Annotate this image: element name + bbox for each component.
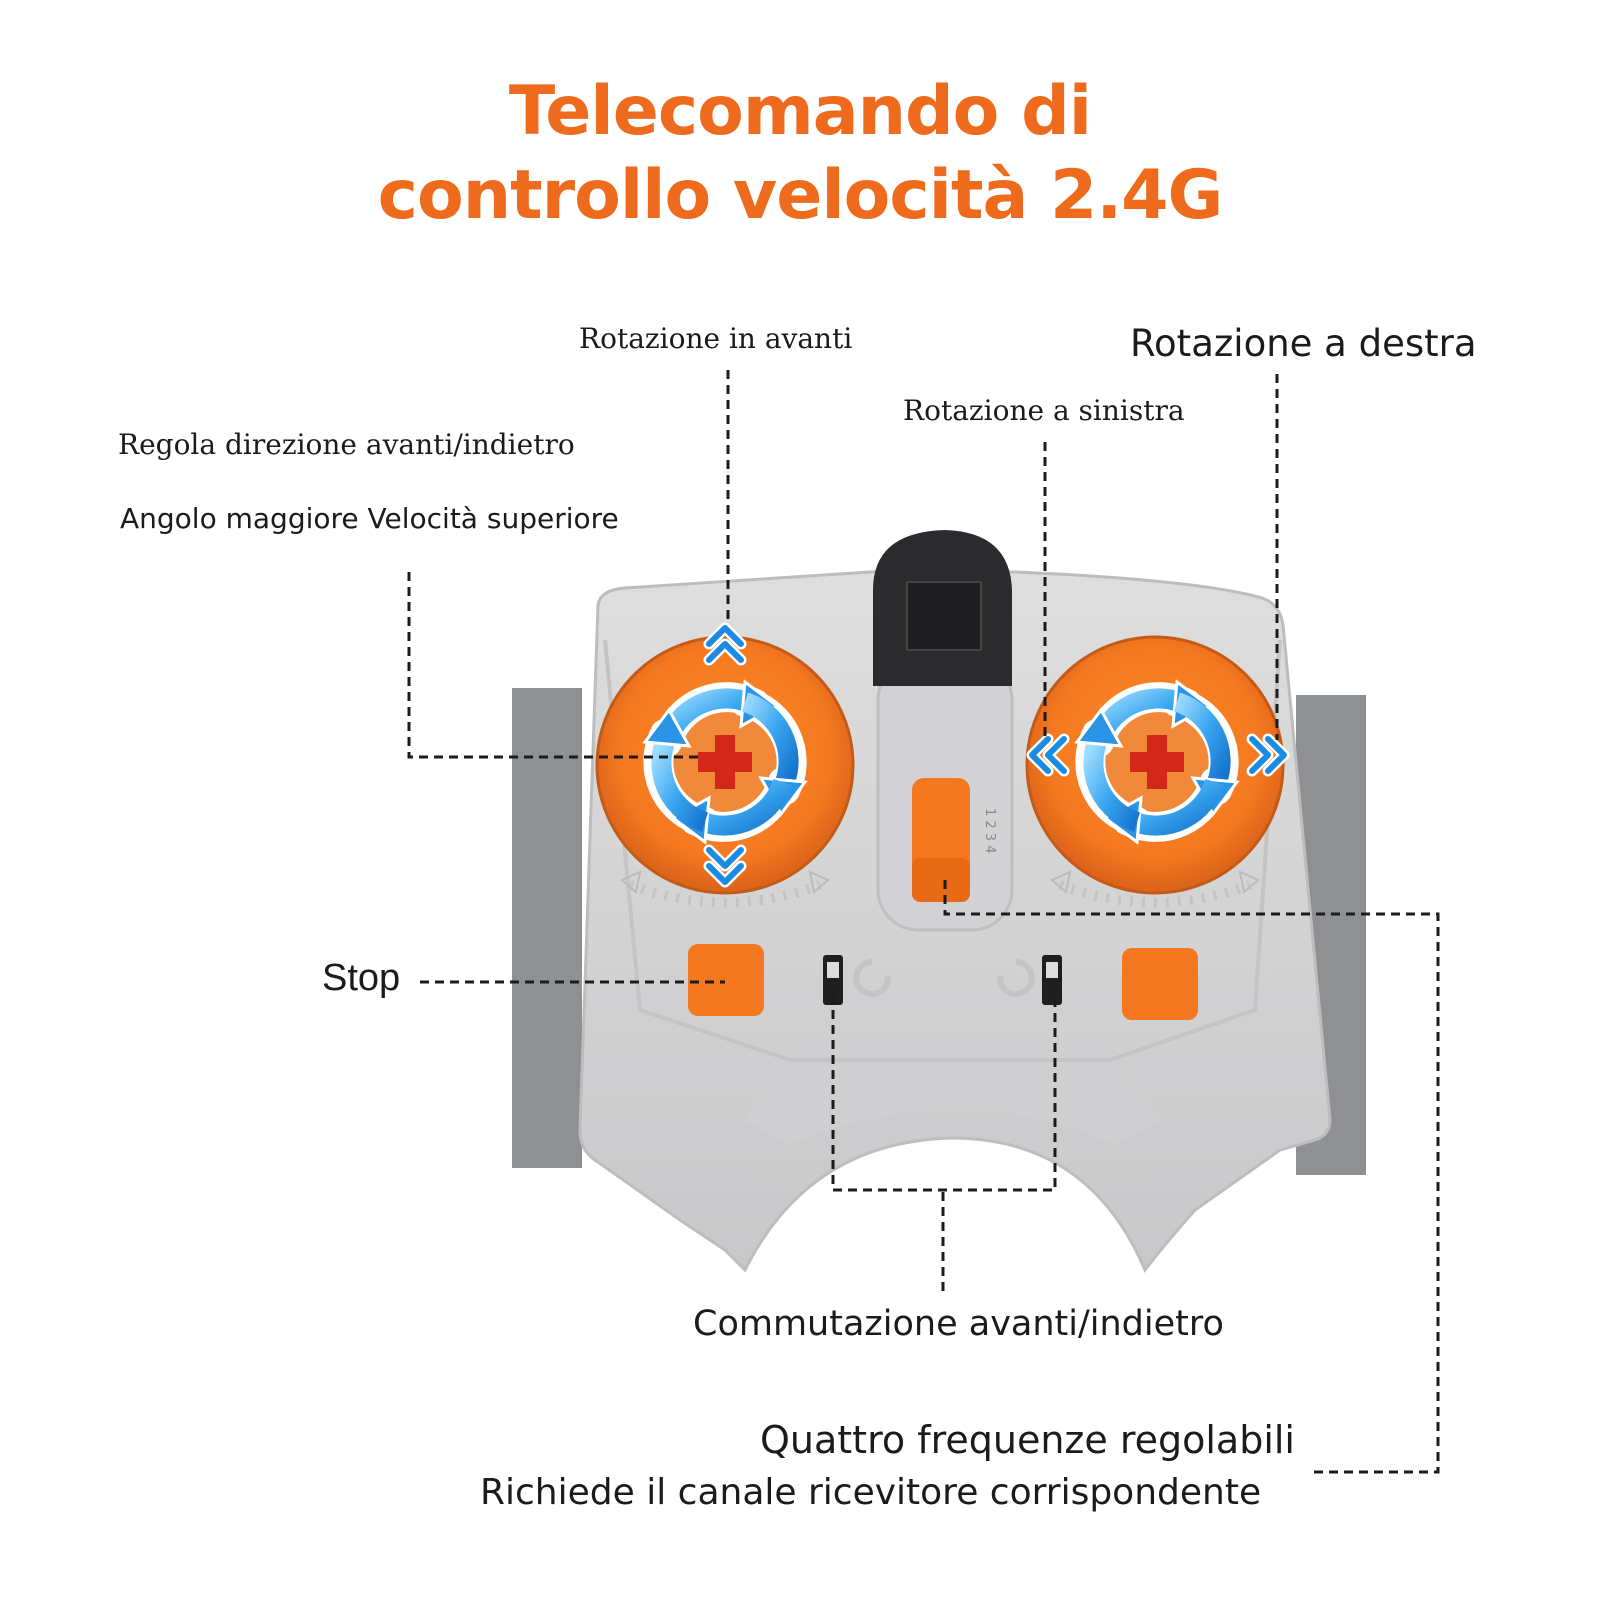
right-dial-scale xyxy=(1058,880,1252,908)
left-side-tab xyxy=(512,688,582,1168)
right-scale-triangle-left xyxy=(1050,870,1072,894)
frequency-selector-knob[interactable] xyxy=(912,858,970,902)
label-right-rotation: Rotazione a destra xyxy=(1130,322,1477,365)
callout-frequency xyxy=(943,880,1440,1474)
label-direction-switch: Commutazione avanti/indietro xyxy=(693,1304,1224,1344)
left-dial-scale xyxy=(628,880,822,908)
label-stop: Stop xyxy=(322,957,401,999)
label-four-frequencies: Quattro frequenze regolabili xyxy=(760,1418,1295,1462)
left-scale-triangle-right xyxy=(808,870,830,894)
title-line-1: Telecomando di xyxy=(508,72,1092,151)
left-scale-triangle-left xyxy=(620,870,642,894)
label-direction-adjust: Regola direzione avanti/indietro xyxy=(118,428,575,461)
body-inner-outline xyxy=(603,639,1282,1062)
label-speed-angle: Angolo maggiore Velocità superiore xyxy=(120,502,619,535)
label-receiver-channel: Richiede il canale ricevitore corrispond… xyxy=(480,1472,1262,1513)
forward-arrow-icon xyxy=(996,959,1035,997)
label-forward-rotation: Rotazione in avanti xyxy=(579,322,853,355)
reverse-arrow-icon xyxy=(853,959,892,997)
left-speed-dial[interactable] xyxy=(595,635,855,895)
right-speed-dial[interactable] xyxy=(1025,635,1285,895)
left-stop-button[interactable] xyxy=(688,944,764,1016)
label-left-rotation: Rotazione a sinistra xyxy=(903,394,1185,427)
channel-numbers: 1 2 3 4 xyxy=(982,808,997,853)
right-scale-triangle-right xyxy=(1238,870,1260,894)
callout-speed xyxy=(407,572,700,759)
antenna-square xyxy=(906,581,982,651)
callout-direction-switch xyxy=(831,990,1057,1192)
title-line-2: controllo velocità 2.4G xyxy=(377,156,1224,235)
right-stop-button[interactable] xyxy=(1122,948,1198,1020)
